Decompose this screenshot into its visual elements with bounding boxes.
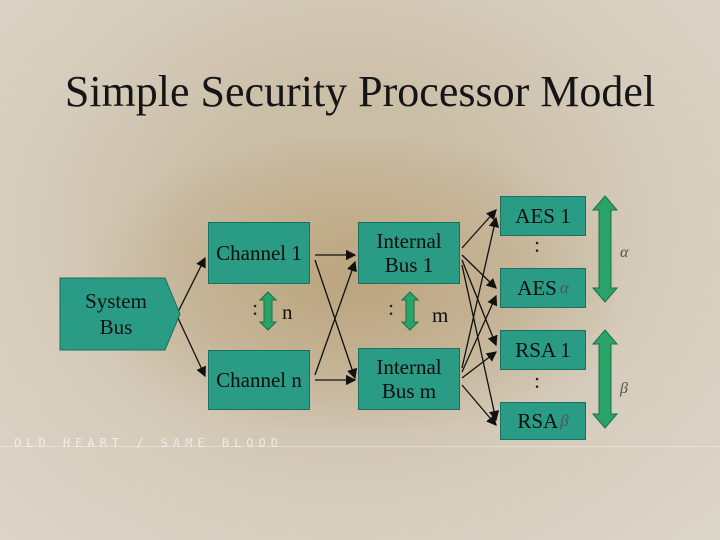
slide-title: Simple Security Processor Model xyxy=(64,67,656,116)
system-bus-label: System Bus xyxy=(85,289,147,339)
link-ibm-aesa xyxy=(461,294,498,373)
aes-1-box: AES 1 xyxy=(500,196,586,236)
internal-bus-1-box: Internal Bus 1 xyxy=(358,222,460,284)
rsa-beta-label: RSA xyxy=(517,409,559,433)
channel-n-box: Channel n xyxy=(208,350,310,410)
rsa-beta-suffix: β xyxy=(560,411,569,430)
aes-group-label: α xyxy=(620,244,629,261)
link-ib1-aes1 xyxy=(461,209,497,249)
channel-count-label: n xyxy=(282,300,293,324)
internal-bus-1-label: Internal Bus 1 xyxy=(376,229,442,277)
rsa-1-label: RSA 1 xyxy=(515,338,571,362)
internal-bus-m-label: Internal Bus m xyxy=(376,355,442,403)
background-watermark: OLD HEART / SAME BLOOD xyxy=(0,436,720,462)
rsa-ellipsis: : xyxy=(534,368,541,393)
aes-1-label: AES 1 xyxy=(515,204,571,228)
channel-count-arrow xyxy=(258,291,278,331)
internal-bus-m-box: Internal Bus m xyxy=(358,348,460,410)
rsa-group-label: β xyxy=(620,380,628,397)
watermark-text: OLD HEART / SAME BLOOD xyxy=(14,436,283,450)
link-ibm-rsab xyxy=(461,384,497,426)
rsa-beta-box: RSA β xyxy=(500,402,586,440)
aes-group-arrow xyxy=(591,195,619,303)
link-ib1-rsa1 xyxy=(461,259,498,347)
link-ibm-aes1 xyxy=(461,216,500,369)
watermark-divider xyxy=(0,446,720,447)
link-sysbus-ch1 xyxy=(177,256,206,313)
channel-1-label: Channel 1 xyxy=(216,241,302,265)
link-ib1-rsab xyxy=(461,264,500,422)
aes-ellipsis: : xyxy=(534,232,541,257)
link-chn-ib1 xyxy=(314,260,357,376)
channel-n-label: Channel n xyxy=(216,368,302,392)
aes-alpha-suffix: α xyxy=(559,278,569,297)
link-sysbus-chn xyxy=(177,317,206,378)
link-ibm-rsa1 xyxy=(461,351,498,379)
channel-1-box: Channel 1 xyxy=(208,222,310,284)
rsa-group-arrow xyxy=(591,329,619,429)
aes-alpha-box: AES α xyxy=(500,268,586,308)
aes-alpha-label: AES xyxy=(517,276,557,300)
bus-ellipsis: : xyxy=(388,295,395,320)
rsa-1-box: RSA 1 xyxy=(500,330,586,370)
channel-ellipsis: : xyxy=(252,295,259,320)
link-ib1-aesa xyxy=(461,254,497,289)
system-bus-shape xyxy=(59,277,181,351)
bus-count-arrow xyxy=(400,291,420,331)
bus-count-label: m xyxy=(432,303,449,327)
